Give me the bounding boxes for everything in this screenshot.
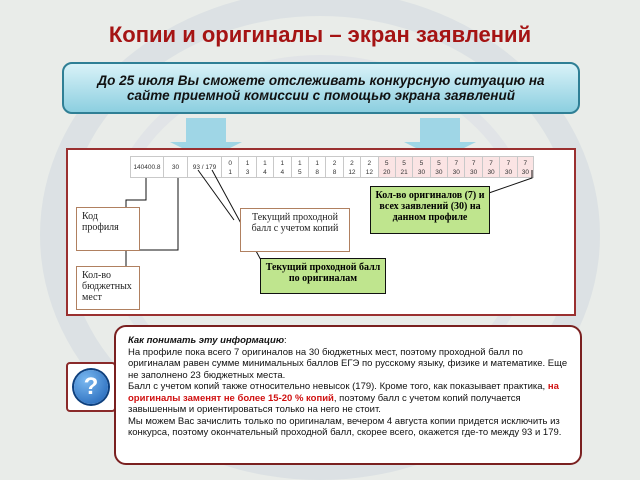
explanation-p2: Балл с учетом копий также относительно н… bbox=[128, 381, 568, 416]
strip-column-top: 7 bbox=[489, 160, 493, 167]
strip-column-top: 1 bbox=[297, 160, 302, 167]
strip-column-top: 2 bbox=[332, 160, 337, 167]
strip-column-top: 7 bbox=[523, 160, 528, 167]
explanation-heading: Как понимать эту информацию bbox=[128, 335, 285, 346]
strip-column-bottom: 30 bbox=[470, 169, 478, 176]
label-originals-count: Кол-во оригиналов (7) и всех заявлений (… bbox=[370, 186, 490, 234]
help-icon-box: ? bbox=[66, 362, 116, 412]
strip-column-top: 2 bbox=[350, 160, 354, 167]
strip-column-top: 1 bbox=[315, 160, 319, 167]
explanation-p2-start: Балл с учетом копий также относительно н… bbox=[128, 381, 548, 392]
strip-column-bottom: 8 bbox=[332, 169, 337, 176]
strip-column-bottom: 4 bbox=[263, 169, 267, 176]
strip-places: 30 bbox=[163, 156, 187, 178]
strip-code: 140400.8 bbox=[130, 156, 163, 178]
strip-column-bottom: 12 bbox=[365, 169, 373, 176]
explanation-p1: На профиле пока всего 7 оригиналов на 30… bbox=[128, 346, 568, 381]
strip-column-bottom: 30 bbox=[452, 169, 460, 176]
strip-column-bottom: 8 bbox=[315, 169, 319, 176]
label-profile-code: Код профиля bbox=[76, 207, 140, 251]
strip-column-top: 5 bbox=[384, 160, 389, 167]
strip-column-bottom: 1 bbox=[228, 169, 232, 176]
info-banner: До 25 июля Вы сможете отслеживать конкур… bbox=[62, 62, 580, 114]
strip-column-bottom: 20 bbox=[383, 169, 391, 176]
strip-column-bottom: 4 bbox=[280, 169, 285, 176]
strip-column-top: 7 bbox=[471, 160, 476, 167]
strip-column-bottom: 30 bbox=[504, 169, 513, 176]
strip-column-top: 2 bbox=[367, 160, 372, 167]
strip-column-top: 1 bbox=[245, 160, 250, 167]
strip-column-bottom: 30 bbox=[417, 169, 426, 176]
strip-column-bottom: 30 bbox=[487, 169, 495, 176]
label-budget-places: Кол-во бюджетных мест bbox=[76, 266, 140, 310]
label-score-originals: Текущий проходной балл по оригиналам bbox=[260, 258, 386, 294]
page-title: Копии и оригиналы – экран заявлений bbox=[108, 22, 532, 47]
strip-column-bottom: 30 bbox=[435, 169, 443, 176]
strip-column-top: 0 bbox=[228, 160, 232, 167]
strip-column-top: 7 bbox=[454, 160, 459, 167]
strip-column-top: 1 bbox=[280, 160, 285, 167]
strip-column-bottom: 21 bbox=[400, 169, 408, 176]
strip-column-top: 5 bbox=[437, 160, 441, 167]
explanation-box: Как понимать эту информацию: На профиле … bbox=[114, 325, 582, 465]
strip-column-top: 1 bbox=[263, 160, 267, 167]
explanation-heading-colon: : bbox=[284, 335, 287, 346]
strip-column-top: 7 bbox=[506, 160, 511, 167]
strip-column-top: 5 bbox=[419, 160, 424, 167]
explanation-p3: Мы можем Вас зачислить только по оригина… bbox=[128, 415, 562, 439]
explanation-p2-end: , поэтому балл с учетом копий получается… bbox=[128, 392, 521, 416]
strip-column-bottom: 12 bbox=[348, 169, 356, 176]
strip-column-bottom: 5 bbox=[297, 169, 302, 176]
strip-column-top: 5 bbox=[402, 160, 406, 167]
label-score-with-copies: Текущий проходной балл с учетом копий bbox=[240, 208, 350, 252]
strip-column-bottom: 30 bbox=[521, 169, 529, 176]
explanation-p2-highlight: на оригиналы заменят не более 15-20 % ко… bbox=[128, 381, 559, 404]
strip-column-bottom: 3 bbox=[245, 169, 250, 176]
question-icon: ? bbox=[74, 370, 108, 404]
